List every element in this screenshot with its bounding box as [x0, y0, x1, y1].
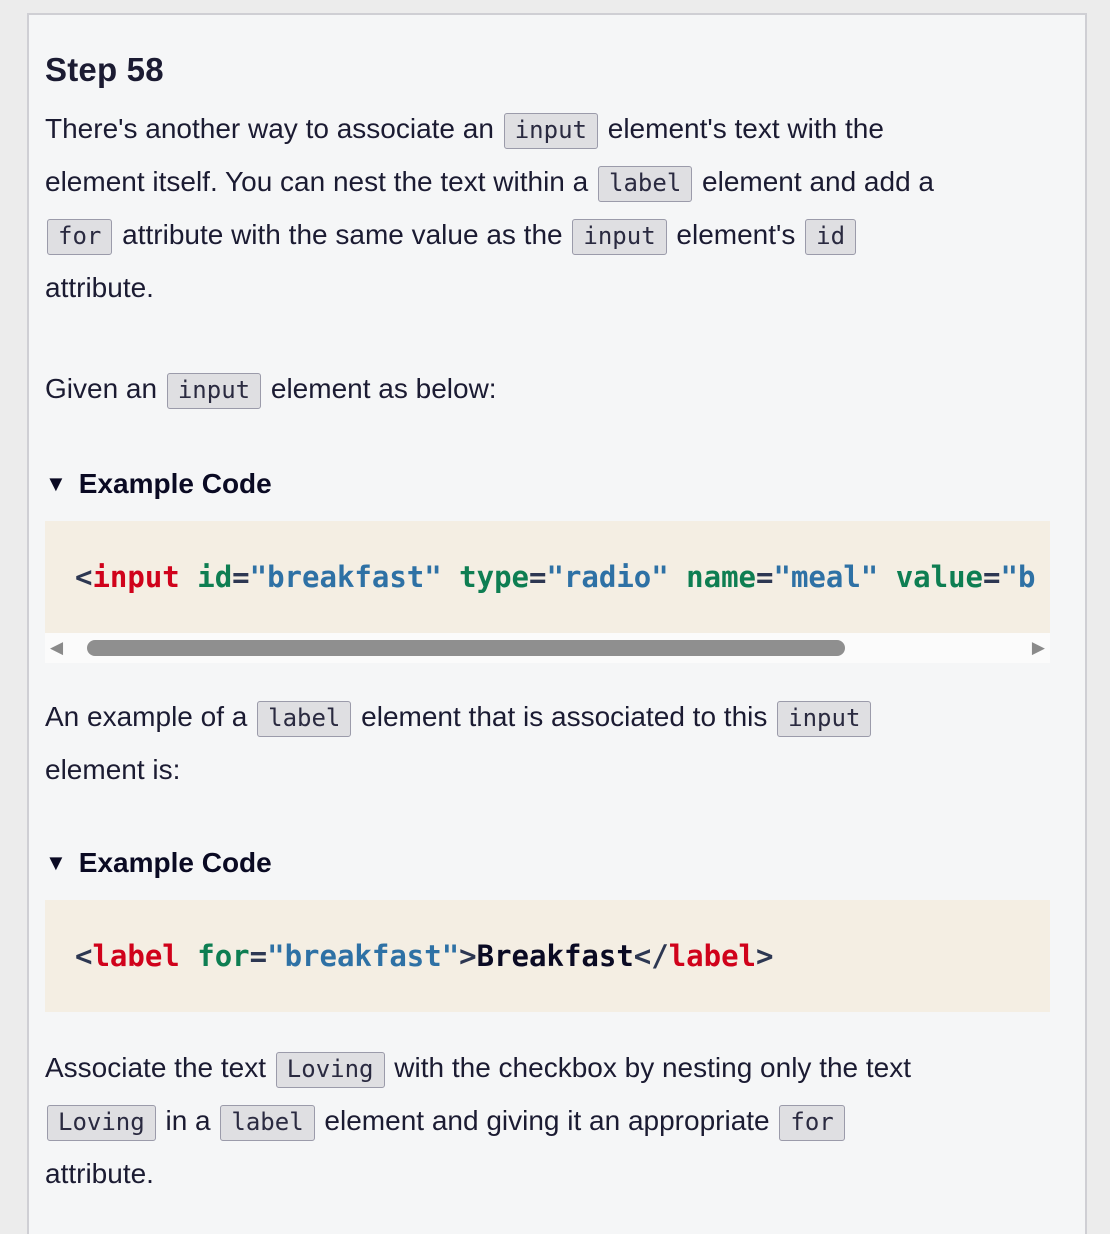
- code-token: >: [459, 939, 477, 973]
- code-token: "radio": [546, 560, 669, 594]
- text-segment: attribute with the same value as the: [114, 219, 571, 250]
- text-line: element is:: [45, 744, 1048, 795]
- code-block-label-example: <label for="breakfast">Breakfast</label>: [45, 900, 1050, 1012]
- text-segment: Given an: [45, 373, 165, 404]
- text-segment: element that is associated to this: [353, 701, 776, 732]
- example-code-label: Example Code: [78, 847, 272, 878]
- caret-down-icon: ▼: [45, 471, 67, 496]
- text-line: Associate the text Loving with the check…: [45, 1042, 1048, 1095]
- text-segment: element and add a: [694, 166, 935, 197]
- code-token: =: [249, 939, 268, 973]
- example-code-summary-2[interactable]: ▼ Example Code: [45, 847, 1048, 879]
- code-token: =: [756, 560, 774, 594]
- inline-code-chip: input: [777, 701, 872, 737]
- caret-down-icon: ▼: [45, 850, 67, 875]
- code-token: =: [232, 560, 250, 594]
- code-token: =: [983, 560, 1001, 594]
- inline-code-chip: label: [220, 1105, 315, 1141]
- text-segment: element as below:: [263, 373, 497, 404]
- paragraph-label-example: An example of a label element that is as…: [45, 691, 1048, 795]
- code-token: value: [895, 560, 984, 594]
- scroll-left-arrow-icon[interactable]: ◀: [50, 638, 64, 657]
- code-token: for: [197, 939, 250, 973]
- code-token: label: [668, 939, 757, 973]
- code-token: <: [75, 560, 93, 594]
- code-token: >: [756, 939, 774, 973]
- code-token: [442, 560, 459, 594]
- text-segment: in a: [157, 1105, 219, 1136]
- text-segment: Associate the text: [45, 1052, 274, 1083]
- text-segment: element's text with the: [599, 113, 884, 144]
- text-segment: element and giving it an appropriate: [316, 1105, 778, 1136]
- text-segment: attribute.: [45, 272, 154, 303]
- example-code-section-1: ▼Example Code <input id="breakfast" type…: [45, 468, 1050, 663]
- text-segment: attribute.: [45, 1158, 154, 1189]
- inline-code-chip: label: [598, 166, 693, 202]
- paragraph-association-intro: There's another way to associate an inpu…: [45, 103, 1048, 313]
- text-line: attribute.: [45, 1148, 1048, 1199]
- code-token: Breakfast: [476, 939, 634, 973]
- code-block-input-example: <input id="breakfast" type="radio" name=…: [45, 521, 1050, 633]
- code-token: =: [529, 560, 547, 594]
- page-title: Step 58: [45, 51, 164, 88]
- code-token: </: [633, 939, 669, 973]
- paragraph-task: Associate the text Loving with the check…: [45, 1042, 1048, 1199]
- text-segment: element is:: [45, 754, 181, 785]
- inline-code-chip: input: [572, 219, 667, 255]
- scroll-right-arrow-icon[interactable]: ▶: [1031, 638, 1045, 657]
- code-token: [180, 939, 197, 973]
- text-line: for attribute with the same value as the…: [45, 209, 1048, 262]
- text-segment: with the checkbox by nesting only the te…: [386, 1052, 912, 1083]
- code-token: "meal": [773, 560, 879, 594]
- inline-code-chip: for: [779, 1105, 845, 1141]
- inline-code-chip: input: [503, 113, 598, 149]
- code-token: id: [197, 560, 233, 594]
- code-token: "breakfast": [249, 560, 442, 594]
- inline-code-chip: label: [257, 701, 352, 737]
- inline-code-chip: Loving: [47, 1105, 156, 1141]
- example-code-label: Example Code: [78, 468, 272, 499]
- example-code-summary-1[interactable]: ▼ Example Code: [45, 468, 1048, 500]
- code-token: [180, 560, 197, 594]
- example-code-section-2: ▼Example Code <label for="breakfast">Bre…: [45, 847, 1050, 1012]
- text-segment: element's: [668, 219, 804, 250]
- text-line: element itself. You can nest the text wi…: [45, 156, 1048, 209]
- code-token: <: [75, 939, 93, 973]
- code-token: "breakfast": [267, 939, 460, 973]
- text-line: Loving in a label element and giving it …: [45, 1095, 1048, 1148]
- inline-code-chip: input: [166, 373, 262, 409]
- code-token: input: [92, 560, 180, 594]
- code-token: [878, 560, 895, 594]
- text-line: attribute.: [45, 262, 1048, 313]
- inline-code-chip: for: [47, 219, 113, 255]
- text-segment: There's another way to associate an: [45, 113, 502, 144]
- text-line: An example of a label element that is as…: [45, 691, 1048, 744]
- code-token: label: [92, 939, 180, 973]
- text-segment: element itself. You can nest the text wi…: [45, 166, 597, 197]
- paragraph-given-input: Given an input element as below:: [45, 363, 1048, 416]
- code-token: name: [686, 560, 757, 594]
- code-token: [669, 560, 686, 594]
- instruction-panel: Step 58 There's another way to associate…: [27, 13, 1087, 1234]
- code-token: type: [459, 560, 530, 594]
- scrollbar-thumb[interactable]: [87, 640, 845, 656]
- horizontal-scrollbar[interactable]: ◀ ▶: [45, 633, 1050, 663]
- inline-code-chip: Loving: [275, 1052, 385, 1088]
- code-token: "b: [1000, 560, 1036, 594]
- text-line: There's another way to associate an inpu…: [45, 103, 1048, 156]
- text-segment: An example of a: [45, 701, 256, 732]
- inline-code-chip: id: [805, 219, 857, 255]
- scrollbar-track[interactable]: [68, 633, 1027, 663]
- text-line: Given an input element as below:: [45, 363, 1048, 416]
